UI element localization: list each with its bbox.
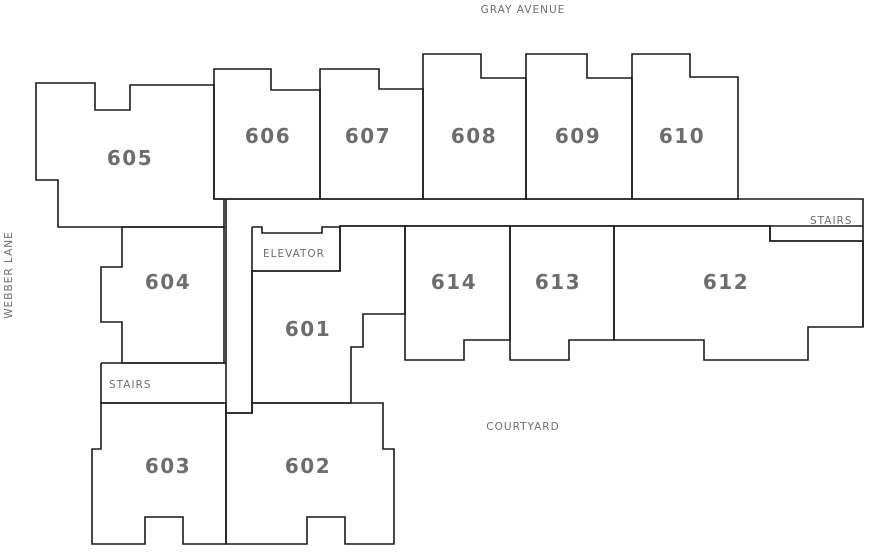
unit-label-606: 606	[245, 124, 291, 148]
unit-label-613: 613	[535, 270, 581, 294]
unit-label-602: 602	[285, 454, 331, 478]
unit-label-609: 609	[555, 124, 601, 148]
unit-label-610: 610	[659, 124, 705, 148]
street-label-webber-lane: WEBBER LANE	[3, 231, 15, 318]
unit-label-612: 612	[703, 270, 749, 294]
east-stairs-label: STAIRS	[810, 215, 853, 227]
unit-label-605: 605	[107, 146, 153, 170]
corridor-outline	[225, 198, 864, 402]
unit-label-603: 603	[145, 454, 191, 478]
unit-label-604: 604	[145, 270, 191, 294]
unit-label-608: 608	[451, 124, 497, 148]
unit-602-outline[interactable]	[225, 402, 395, 545]
west-stairs-label: STAIRS	[109, 379, 152, 391]
east-stairs-outline	[769, 226, 863, 242]
unit-612-outline[interactable]	[613, 225, 864, 361]
unit-604-outline[interactable]	[100, 226, 225, 364]
courtyard-label: COURTYARD	[486, 421, 559, 433]
unit-label-614: 614	[431, 270, 477, 294]
unit-label-607: 607	[345, 124, 391, 148]
street-label-gray-avenue: GRAY AVENUE	[481, 4, 566, 16]
elevator-label: ELEVATOR	[263, 248, 325, 260]
unit-label-601: 601	[285, 317, 331, 341]
